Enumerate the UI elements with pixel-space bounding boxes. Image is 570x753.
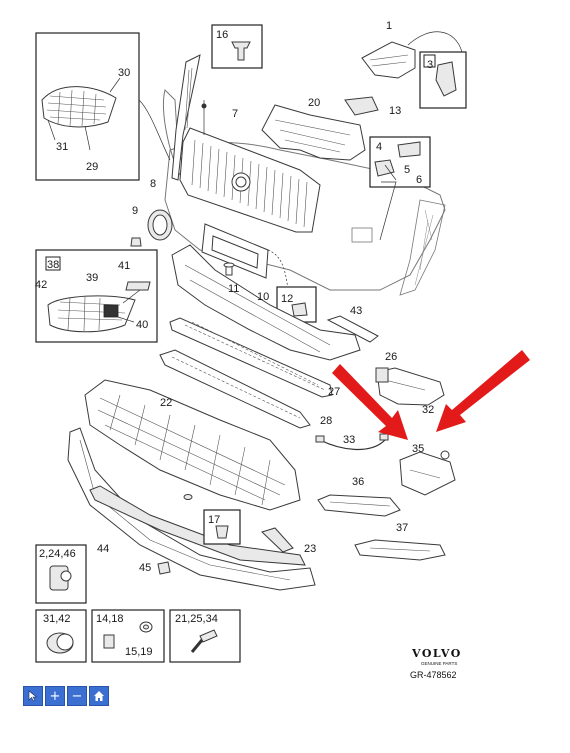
callout-28: 28 xyxy=(320,415,332,427)
callout-27: 27 xyxy=(328,386,340,398)
clip-9 xyxy=(130,237,142,247)
zoom-in-button[interactable]: + xyxy=(45,686,65,706)
callout-37: 37 xyxy=(396,522,408,534)
bracket-1 xyxy=(361,31,463,79)
callout-44: 44 xyxy=(97,543,109,555)
callout-10: 10 xyxy=(257,291,269,303)
plus-icon: + xyxy=(49,688,61,704)
fastener-label-2-24-46: 2,24,46 xyxy=(39,548,76,560)
light-strip-36 xyxy=(317,494,401,517)
box-side-grille-left xyxy=(35,32,171,181)
home-button[interactable] xyxy=(89,686,109,706)
lower-strip-28 xyxy=(159,349,311,429)
callout-43: 43 xyxy=(350,305,362,317)
box-12 xyxy=(276,286,317,323)
callout-23: 23 xyxy=(304,543,316,555)
box-16 xyxy=(201,24,263,135)
callout-41: 41 xyxy=(118,260,130,272)
minus-icon: − xyxy=(71,688,83,704)
callout-36: 36 xyxy=(352,476,364,488)
fastener-box-2-24-46 xyxy=(35,544,87,604)
callout-16: 16 xyxy=(216,29,228,41)
brand-name: VOLVO xyxy=(411,647,462,660)
fastener-box-labels: 2,24,46 31,42 14,18 15,19 21,25,34 xyxy=(39,548,218,658)
wiring-33 xyxy=(315,433,389,451)
fastener-box-14-18-15-19 xyxy=(91,609,165,663)
fastener-label-21-25-34: 21,25,34 xyxy=(175,613,218,625)
callout-labels: 1 3 4 5 6 7 8 9 10 11 12 13 16 17 20 22 … xyxy=(35,20,434,574)
home-icon xyxy=(94,691,104,701)
callout-22: 22 xyxy=(160,397,172,409)
bracket-13 xyxy=(344,96,379,116)
emblem-badge xyxy=(147,209,173,241)
callout-26: 26 xyxy=(385,351,397,363)
callout-38: 38 xyxy=(47,259,59,271)
front-grille xyxy=(179,127,321,233)
callout-32: 32 xyxy=(422,404,434,416)
trim-23 xyxy=(261,527,294,553)
screw-11 xyxy=(223,262,235,276)
callout-17: 17 xyxy=(208,514,220,526)
brand-block: VOLVO GENUINE PARTS GR-478562 xyxy=(410,647,462,680)
callout-4: 4 xyxy=(376,141,382,153)
callout-13: 13 xyxy=(389,105,401,117)
lower-trim-chrome xyxy=(89,485,306,566)
callout-7: 7 xyxy=(232,108,238,120)
box-fog-grille-left xyxy=(35,249,158,343)
trim-43 xyxy=(326,315,379,343)
license-plate-bracket xyxy=(201,223,289,291)
callout-33: 33 xyxy=(343,434,355,446)
fastener-label-31-42: 31,42 xyxy=(43,613,71,625)
fastener-label-15-19: 15,19 xyxy=(125,646,153,658)
pointer-tool-button[interactable] xyxy=(23,686,43,706)
callout-35: 35 xyxy=(412,443,424,455)
fastener-label-14-18: 14,18 xyxy=(96,613,124,625)
box-17 xyxy=(203,509,241,545)
callout-30: 30 xyxy=(118,67,130,79)
callout-45: 45 xyxy=(139,562,151,574)
fastener-box-31-42 xyxy=(35,609,87,663)
callout-11: 11 xyxy=(228,283,239,295)
red-arrow-left xyxy=(332,364,408,440)
callout-9: 9 xyxy=(132,205,138,217)
screw-center xyxy=(183,494,193,500)
zoom-out-button[interactable]: − xyxy=(67,686,87,706)
callout-6: 6 xyxy=(416,174,422,186)
callout-20: 20 xyxy=(308,97,320,109)
brand-subtitle: GENUINE PARTS xyxy=(421,661,457,666)
box-3 xyxy=(419,51,467,109)
callout-1: 1 xyxy=(386,20,392,32)
trim-37 xyxy=(354,539,446,561)
callout-3: 3 xyxy=(427,59,433,71)
undertray-22 xyxy=(84,379,301,511)
box-4-5-6 xyxy=(369,136,431,241)
upper-beam-26 xyxy=(171,244,361,361)
fastener-box-21-25-34 xyxy=(169,609,241,663)
radiator-support xyxy=(261,104,366,161)
lower-strip-27 xyxy=(169,317,333,398)
callout-12: 12 xyxy=(281,293,293,305)
callout-8: 8 xyxy=(150,178,156,190)
callout-29: 29 xyxy=(86,161,98,173)
callout-5: 5 xyxy=(404,164,410,176)
drawing-reference: GR-478562 xyxy=(410,670,457,680)
callout-39: 39 xyxy=(86,272,98,284)
red-arrow-right xyxy=(436,350,530,432)
callout-42: 42 xyxy=(35,279,47,291)
left-trim-strip xyxy=(171,54,201,181)
fog-housing-32 xyxy=(375,367,445,406)
callout-31: 31 xyxy=(56,141,68,153)
clip-45 xyxy=(157,561,171,575)
callout-40: 40 xyxy=(136,319,148,331)
fog-light-35 xyxy=(399,450,456,496)
cursor-icon xyxy=(28,690,38,702)
diagram-toolbar: + − xyxy=(23,686,109,706)
